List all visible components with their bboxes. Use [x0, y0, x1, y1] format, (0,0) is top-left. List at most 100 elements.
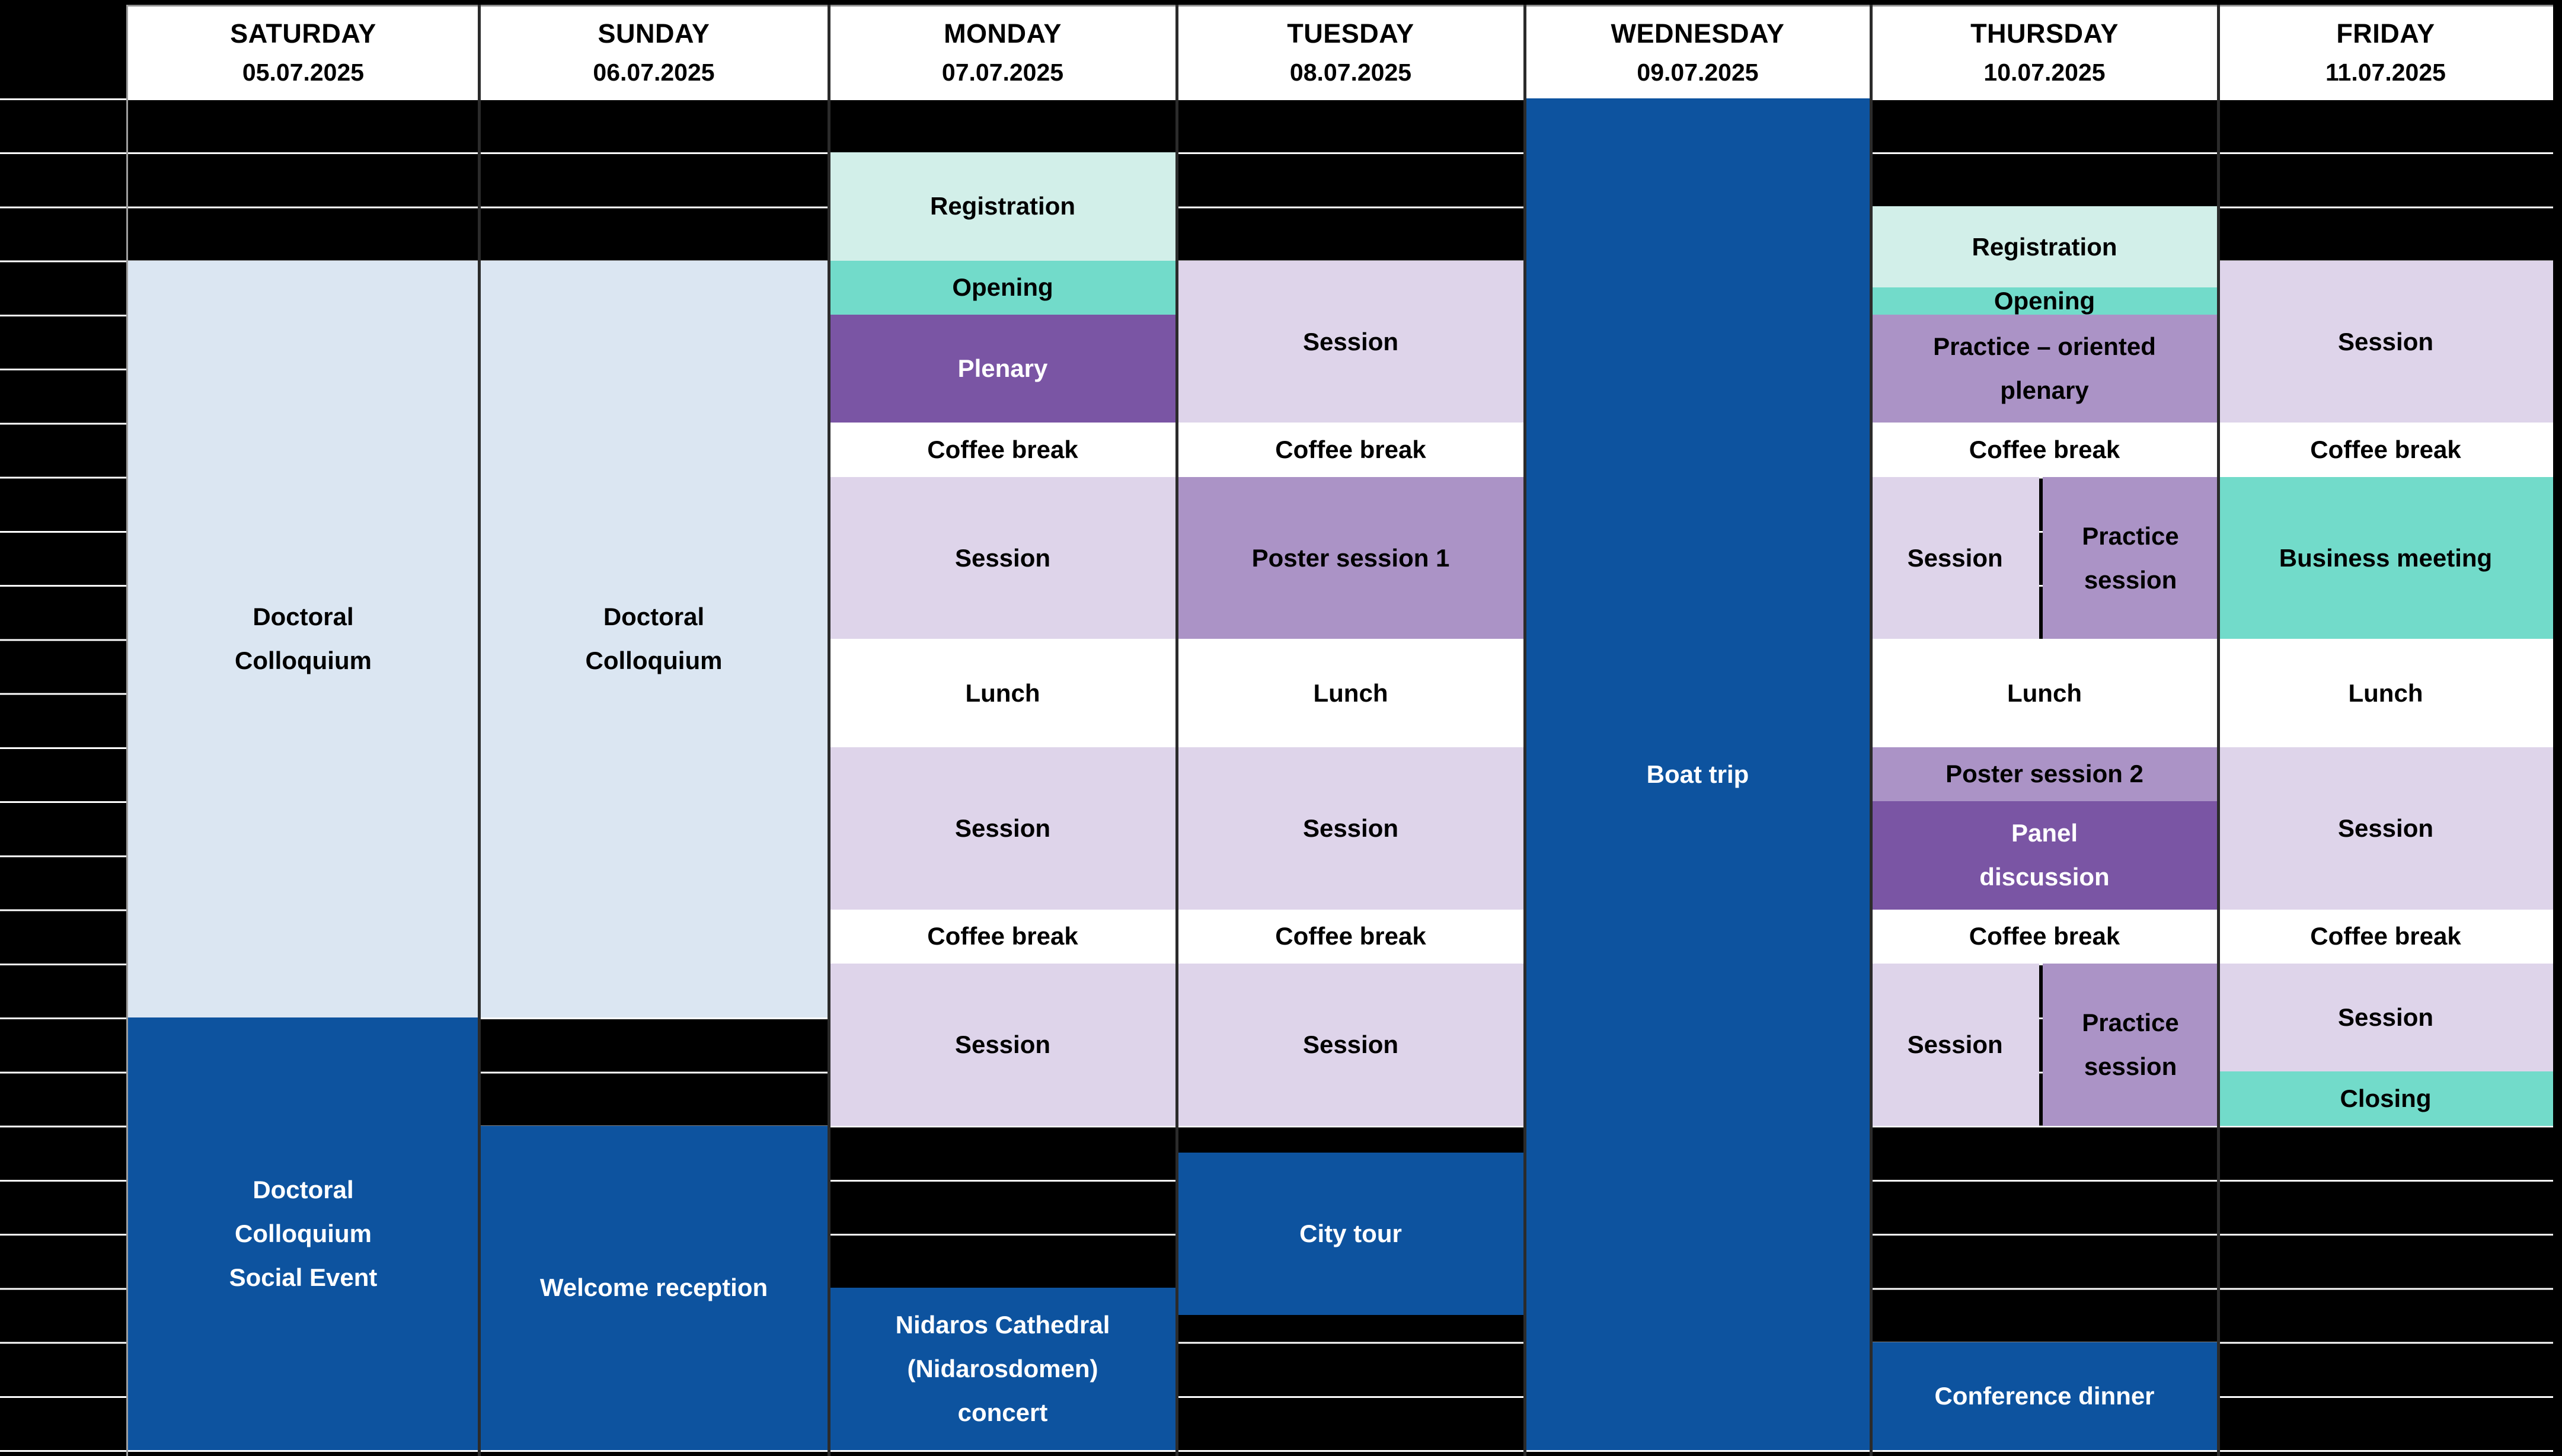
event-label-line: Session [2337, 1003, 2434, 1032]
event-label-line: Session [1302, 814, 1399, 842]
event-label-line: Session [1302, 327, 1399, 356]
event-label-line: Doctoral [603, 603, 705, 631]
event-session: Session [829, 963, 1177, 1126]
event-label-line: City tour [1299, 1220, 1402, 1248]
event-label-line: Session [954, 1030, 1051, 1058]
event-panel-discussion: Panel discussion [1871, 801, 2218, 910]
event-registration: Registration [829, 152, 1177, 261]
event-label-line: Coffee break [2310, 922, 2461, 951]
event-label-line: Plenary [957, 354, 1048, 383]
event-label-line: Welcome reception [539, 1273, 768, 1302]
event-plenary: Plenary [829, 314, 1177, 423]
event-practice-session: Practice session [2043, 476, 2218, 639]
day-header-saturday: SATURDAY 05.07.2025 [127, 5, 479, 98]
event-label-line: Nidaros Cathedral [895, 1311, 1110, 1339]
event-city-tour: City tour [1177, 1153, 1525, 1315]
event-closing: Closing [2218, 1071, 2553, 1126]
day-name: WEDNESDAY [1611, 18, 1785, 49]
event-label-line: Session [2337, 327, 2434, 356]
event-label-line: discussion [1979, 863, 2110, 891]
event-label-line: Colloquium [235, 1220, 372, 1248]
event-label-line: Registration [1972, 232, 2117, 261]
event-session: Session [829, 747, 1177, 910]
event-label-line: Colloquium [585, 647, 723, 675]
event-label-line: Lunch [1313, 679, 1388, 707]
day-name: TUESDAY [1287, 18, 1414, 49]
event-conference-dinner: Conference dinner [1871, 1342, 2218, 1450]
day-name: MONDAY [944, 18, 1062, 49]
event-label-line: Practice [2082, 521, 2179, 550]
day-header-monday: MONDAY 07.07.2025 [829, 5, 1177, 98]
event-label-line: Panel [2011, 819, 2078, 847]
event-label-line: Session [1907, 1030, 2003, 1058]
event-session: Session [1177, 260, 1525, 423]
event-label-line: session [2084, 565, 2177, 594]
event-boat-trip: Boat trip [1525, 98, 1871, 1450]
day-name: SUNDAY [598, 18, 710, 49]
day-name: THURSDAY [1970, 18, 2119, 49]
event-coffee-break: Coffee break [1177, 909, 1525, 964]
day-date: 07.07.2025 [941, 59, 1064, 86]
event-label-line: plenary [2000, 376, 2089, 405]
event-session: Session [2218, 963, 2553, 1072]
event-coffee-break: Coffee break [1177, 423, 1525, 477]
event-welcome-reception: Welcome reception [479, 1125, 829, 1450]
event-label-line: session [2084, 1052, 2177, 1080]
event-registration: Registration [1871, 206, 2218, 288]
day-header-tuesday: TUESDAY 08.07.2025 [1177, 5, 1525, 98]
event-label-line: Coffee break [927, 922, 1078, 951]
column-separator [1523, 5, 1526, 1456]
day-date: 05.07.2025 [242, 59, 365, 86]
event-label-line: Coffee break [2310, 436, 2461, 464]
event-poster-session-1: Poster session 1 [1177, 476, 1525, 639]
event-lunch: Lunch [1177, 639, 1525, 747]
event-coffee-break: Coffee break [1871, 909, 2218, 964]
event-label-line: Conference dinner [1934, 1381, 2155, 1410]
day-name: FRIDAY [2336, 18, 2435, 49]
event-label-line: Opening [952, 273, 1053, 302]
event-label-line: (Nidarosdomen) [907, 1355, 1098, 1383]
day-header-thursday: THURSDAY 10.07.2025 [1871, 5, 2218, 98]
event-label-line: Session [1302, 1030, 1399, 1058]
day-date: 08.07.2025 [1289, 59, 1412, 86]
day-date: 10.07.2025 [1983, 59, 2106, 86]
event-label-line: Poster session 1 [1251, 543, 1450, 572]
event-label-line: Session [1907, 543, 2003, 572]
event-label-line: Practice [2082, 1008, 2179, 1036]
event-label-line: Coffee break [1969, 922, 2120, 951]
event-label-line: Colloquium [235, 647, 372, 675]
event-session: Session [1177, 963, 1525, 1126]
event-label-line: Coffee break [1275, 436, 1426, 464]
event-opening: Opening [829, 260, 1177, 315]
event-label-line: Session [2337, 814, 2434, 842]
event-label-line: Lunch [2007, 679, 2082, 707]
event-label-line: Opening [1994, 287, 2095, 315]
event-coffee-break: Coffee break [829, 909, 1177, 964]
column-separator [126, 5, 128, 1456]
event-label-line: Lunch [965, 679, 1040, 707]
event-coffee-break: Coffee break [2218, 423, 2553, 477]
day-name: SATURDAY [230, 18, 376, 49]
event-session: Session [829, 476, 1177, 639]
event-coffee-break: Coffee break [2218, 909, 2553, 964]
event-lunch: Lunch [2218, 639, 2553, 747]
event-label-line: Social Event [229, 1263, 378, 1292]
event-nidaros-cathedral-concert: Nidaros Cathedral (Nidarosdomen) concert [829, 1288, 1177, 1450]
event-label-line: Registration [929, 192, 1076, 220]
event-label-line: Coffee break [1969, 436, 2120, 464]
event-coffee-break: Coffee break [829, 423, 1177, 477]
event-label-line: Lunch [2348, 679, 2423, 707]
event-poster-session-2: Poster session 2 [1871, 747, 2218, 802]
event-label-line: Practice – oriented [1933, 332, 2156, 361]
column-separator [478, 5, 481, 1456]
event-session: Session [1177, 747, 1525, 910]
event-label-line: concert [957, 1399, 1048, 1427]
event-lunch: Lunch [829, 639, 1177, 747]
event-session: Session [2218, 260, 2553, 423]
event-session: Session [1871, 963, 2040, 1126]
